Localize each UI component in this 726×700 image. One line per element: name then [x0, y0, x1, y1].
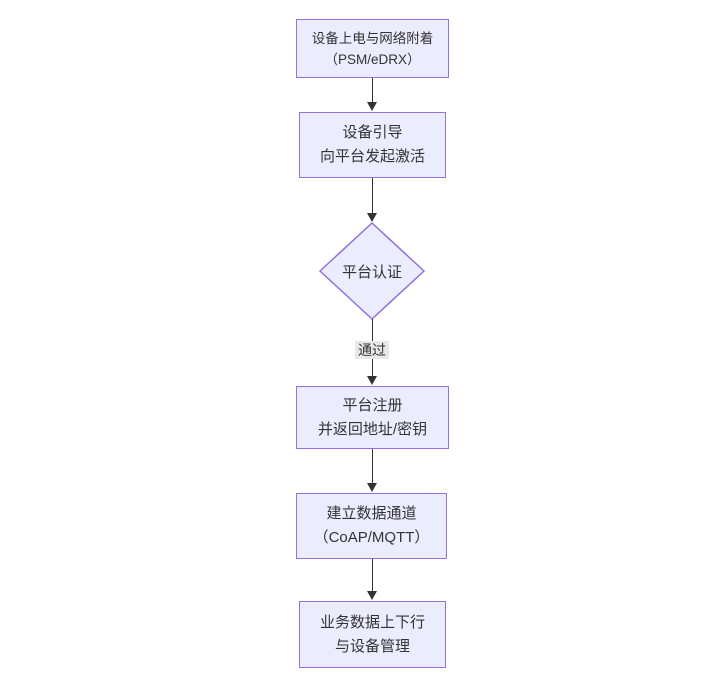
node-business-data-label: 业务数据上下行 与设备管理 [319, 613, 425, 655]
edge-register-to-channel [372, 449, 373, 484]
arrow-down-icon [367, 376, 377, 385]
decision-platform-auth: 平台认证 [318, 221, 426, 321]
node-platform-register: 平台注册 并返回地址/密钥 [296, 386, 449, 449]
edge-bootstrap-to-auth [372, 178, 373, 214]
node-business-data: 业务数据上下行 与设备管理 [299, 601, 446, 668]
node-power-attach: 设备上电与网络附着 （PSM/eDRX） [296, 19, 449, 78]
decision-platform-auth-label: 平台认证 [341, 263, 402, 281]
node-platform-register-label: 平台注册 并返回地址/密钥 [317, 396, 428, 438]
node-data-channel: 建立数据通道 （CoAP/MQTT） [296, 493, 447, 559]
arrow-down-icon [367, 483, 377, 492]
node-bootstrap-label: 设备引导 向平台发起激活 [319, 124, 425, 165]
arrow-down-icon [367, 102, 377, 111]
edge-power-to-bootstrap [372, 78, 373, 104]
edge-label-pass: 通过 [355, 341, 389, 359]
node-data-channel-label: 建立数据通道 （CoAP/MQTT） [313, 505, 430, 546]
arrow-down-icon [367, 213, 377, 222]
node-bootstrap: 设备引导 向平台发起激活 [299, 112, 446, 178]
arrow-down-icon [367, 591, 377, 600]
edge-channel-to-business [372, 559, 373, 592]
node-power-attach-label: 设备上电与网络附着 （PSM/eDRX） [311, 30, 434, 67]
